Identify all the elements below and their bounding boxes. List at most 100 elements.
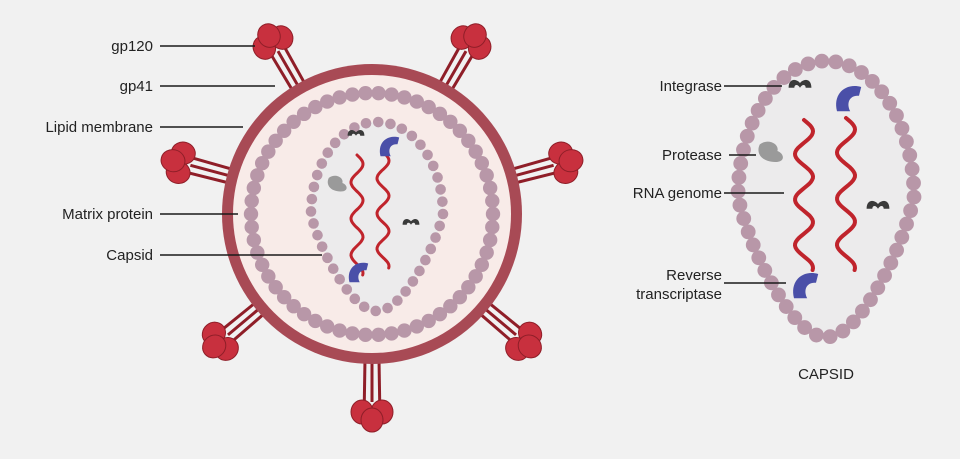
matrix-protein-bead [246,232,262,248]
capsid-bead [855,303,870,319]
capsid-bead [334,273,345,285]
matrix-protein-bead [479,168,494,183]
capsid-bead [382,302,393,314]
matrix-protein-bead [254,155,270,171]
gp120-head [257,23,281,48]
matrix-protein-bead [482,232,498,248]
gp41-stalk [477,311,513,342]
capsid-bead [422,149,433,161]
capsid-bead [322,252,333,264]
capsid-bead [822,329,838,345]
capsid-bead [322,147,334,159]
capsid-bead [889,108,904,123]
gp41-stalk [449,54,474,93]
matrix-protein-bead [452,290,468,305]
capsid-bead [894,229,910,245]
matrix-protein-bead [296,106,312,122]
capsid-small [305,116,449,317]
gp41-stalk [227,306,262,336]
matrix-protein-bead [332,90,347,105]
capsid-bead [430,232,441,243]
gp41-stalk [486,300,522,331]
capsid-bead [736,142,751,158]
capsid-bead [406,130,418,142]
gp41-stalk [283,46,307,86]
capsid-bead [305,206,317,217]
matrix-protein-bead [345,326,360,341]
capsid-bead [864,73,880,89]
label-reverse-line1: Reverse [666,267,722,284]
matrix-protein-bead [432,306,448,322]
matrix-protein-bead [296,306,312,322]
capsid-bead [771,287,786,303]
capsid-bead [751,250,767,266]
capsid-bead [778,299,794,314]
capsid-bead [316,158,328,169]
capsid-bead [854,65,869,80]
capsid-bead [732,197,748,213]
label-lipid-membrane: Lipid membrane [45,119,153,136]
matrix-protein-bead [250,168,265,183]
protease-enzyme [758,141,783,162]
matrix-protein-bead [443,114,458,129]
matrix-protein-bead [286,299,301,314]
integrase-enzyme [866,200,890,209]
gp120-head [558,149,584,173]
capsid-bead [757,91,773,106]
envelope-spike [437,23,492,93]
capsid-bead [757,263,773,278]
leader-lines [160,45,786,284]
capsid-bead [358,301,370,313]
capsid-bead [740,224,756,240]
label-integrase: Integrase [659,78,722,95]
capsid-bead [427,160,439,172]
capsid-bead [327,263,339,275]
matrix-protein-bead [485,193,500,209]
matrix-protein-bead [397,90,412,105]
capsid-bead [730,183,746,199]
gp41-stalk [509,156,553,172]
matrix-protein-bead [397,323,412,338]
gp41-stalk [511,163,554,178]
matrix-protein-bead [246,180,262,196]
capsid-bead [306,193,318,205]
capsid-bead [372,116,384,128]
reverse-transcriptase-enzyme [348,262,369,283]
matrix-protein-bead [474,155,490,171]
capsid-bead [370,305,382,317]
envelope-spike [160,141,235,185]
capsid-bead [311,169,323,181]
label-rna-genome: RNA genome [633,185,722,202]
envelope-spike [252,23,307,93]
matrix-protein-bead [345,87,360,102]
capsid-bead [396,123,408,135]
capsid-bead [308,218,319,229]
protease-enzyme [327,175,347,192]
capsid-bead [787,310,803,326]
matrix-protein-bead [409,319,424,334]
label-gp120: gp120 [111,38,153,55]
capsid-bead [415,139,426,151]
matrix-protein-bead [250,245,265,260]
capsid-detail [730,53,922,345]
capsid-bead [883,255,899,271]
matrix-protein-bead [308,99,323,115]
gp120-head [360,407,384,433]
capsid-bead [407,276,419,287]
gp41-stalk [362,358,367,403]
integrase-enzyme [788,79,812,88]
matrix-protein-bead [320,319,335,334]
capsid-bead [425,243,437,255]
matrix-protein-bead [276,123,292,138]
matrix-protein-bead [358,327,373,343]
capsid-bead [437,208,449,220]
gp41-stalk [377,358,382,403]
capsid-bead [744,115,760,131]
capsid-bead [889,242,904,258]
capsid-bead [809,327,824,343]
gp41-stalk [222,300,258,331]
envelope-spike [350,358,394,433]
capsid-bead [904,161,920,177]
capsid-caption: CAPSID [798,366,854,383]
gp41-stalk [231,311,267,342]
